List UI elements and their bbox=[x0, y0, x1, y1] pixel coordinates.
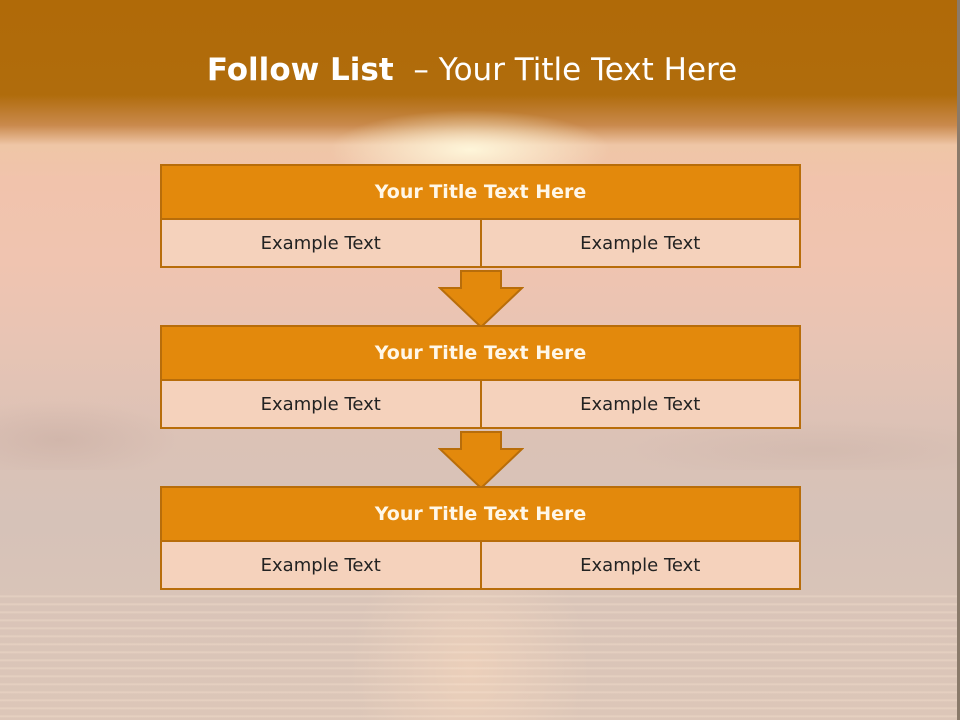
block-cell-left: Example Text bbox=[160, 540, 482, 590]
block-row: Example Text Example Text bbox=[160, 379, 801, 429]
slide-edge bbox=[957, 0, 960, 720]
down-arrow-icon bbox=[438, 431, 524, 489]
list-block-3: Your Title Text Here Example Text Exampl… bbox=[160, 486, 801, 590]
block-row: Example Text Example Text bbox=[160, 540, 801, 590]
slide-title: Follow List – Your Title Text Here bbox=[0, 52, 944, 88]
block-header: Your Title Text Here bbox=[160, 486, 801, 542]
block-row: Example Text Example Text bbox=[160, 218, 801, 268]
list-block-1: Your Title Text Here Example Text Exampl… bbox=[160, 164, 801, 268]
slide-title-rest: – Your Title Text Here bbox=[393, 52, 738, 88]
down-arrow-icon bbox=[438, 270, 524, 328]
sea-reflection bbox=[0, 590, 960, 720]
block-header: Your Title Text Here bbox=[160, 164, 801, 220]
slide-title-bold: Follow List bbox=[206, 52, 394, 88]
block-cell-left: Example Text bbox=[160, 218, 482, 268]
block-cell-right: Example Text bbox=[479, 379, 801, 429]
block-cell-left: Example Text bbox=[160, 379, 482, 429]
block-cell-right: Example Text bbox=[479, 540, 801, 590]
list-block-2: Your Title Text Here Example Text Exampl… bbox=[160, 325, 801, 429]
block-cell-right: Example Text bbox=[479, 218, 801, 268]
block-header: Your Title Text Here bbox=[160, 325, 801, 381]
